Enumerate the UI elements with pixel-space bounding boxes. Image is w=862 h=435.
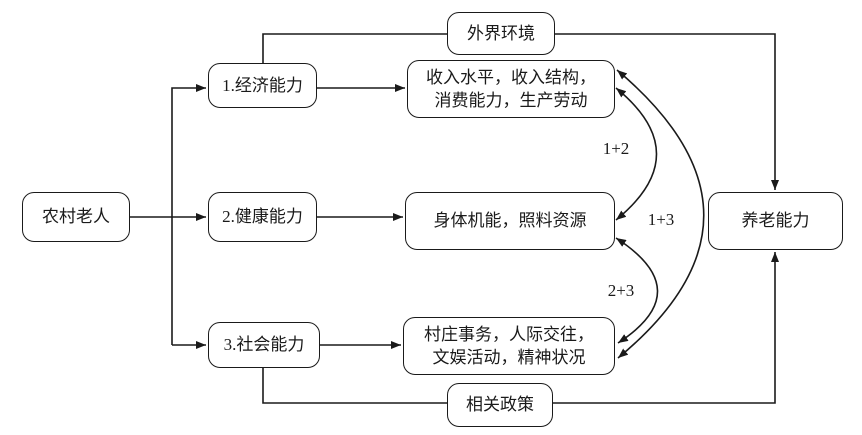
node-social-detail: 村庄事务，人际交往， 文娱活动，精神状况 [403, 317, 615, 375]
node-health-capacity: 2.健康能力 [208, 192, 317, 242]
node-health-capacity-label: 2.健康能力 [222, 207, 303, 227]
interaction-label-1-3: 1+3 [647, 210, 675, 229]
arc-economic-social [616, 69, 705, 359]
arc-economic-health [615, 87, 658, 221]
node-rural-elderly: 农村老人 [22, 192, 130, 242]
node-social-detail-line2: 文娱活动，精神状况 [432, 348, 586, 367]
node-economic-detail-line1: 收入水平，收入结构， [426, 67, 596, 87]
node-economic-detail-line2: 消费能力，生产劳动 [434, 91, 588, 110]
node-related-policy: 相关政策 [447, 383, 553, 427]
node-economic-detail: 收入水平，收入结构， 消费能力，生产劳动 [407, 60, 615, 118]
interaction-label-2-3: 2+3 [607, 281, 635, 300]
node-health-detail-label: 身体机能，照料资源 [433, 211, 587, 231]
node-related-policy-label: 相关政策 [466, 395, 534, 415]
node-economic-capacity: 1.经济能力 [208, 63, 317, 108]
node-social-detail-line1: 村庄事务，人际交往， [424, 324, 594, 344]
node-social-capacity-label: 3.社会能力 [223, 335, 305, 355]
trunk-and-arrow-to-economic [171, 84, 206, 345]
node-economic-capacity-label: 1.经济能力 [222, 75, 303, 95]
node-social-capacity: 3.社会能力 [208, 322, 320, 368]
node-external-environment: 外界环境 [447, 12, 555, 55]
node-eldercare-capacity-label: 养老能力 [741, 211, 810, 231]
node-health-detail: 身体机能，照料资源 [405, 192, 615, 250]
node-rural-elderly-label: 农村老人 [42, 207, 110, 227]
node-eldercare-capacity: 养老能力 [708, 192, 843, 250]
node-external-environment-label: 外界环境 [467, 23, 535, 43]
arc-health-social [615, 237, 659, 344]
interaction-label-1-2: 1+2 [602, 139, 630, 158]
